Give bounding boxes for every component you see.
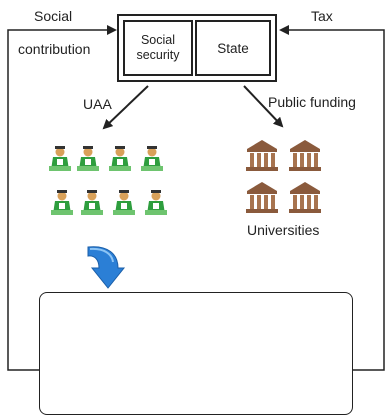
students-group	[49, 146, 167, 215]
public-funding-arrow	[243, 85, 284, 128]
social-label: Social	[34, 8, 73, 24]
uaa-arrow	[102, 85, 149, 130]
tax-line	[279, 25, 385, 371]
university-building-icon	[246, 182, 278, 213]
contribution-label: contribution	[18, 41, 91, 57]
student-icon	[109, 146, 131, 171]
student-icon	[113, 190, 135, 215]
universities-group	[246, 140, 321, 213]
student-icon	[145, 190, 167, 215]
uaa-label: UAA	[83, 96, 112, 112]
curved-arrow-down-icon	[87, 246, 126, 289]
state-box: State	[195, 20, 271, 76]
social-security-box: Social security	[123, 20, 193, 76]
student-icon	[141, 146, 163, 171]
funding-sources-box: Social security State	[117, 14, 277, 82]
student-icon	[51, 190, 73, 215]
university-building-icon	[246, 140, 278, 171]
student-icon	[81, 190, 103, 215]
workplace-box	[39, 292, 353, 415]
state-label: State	[217, 40, 249, 56]
student-icon	[49, 146, 71, 171]
public-funding-label: Public funding	[268, 94, 356, 110]
universities-label: Universities	[247, 222, 320, 238]
tax-label: Tax	[311, 8, 333, 24]
student-icon	[77, 146, 99, 171]
university-building-icon	[289, 140, 321, 171]
university-building-icon	[289, 182, 321, 213]
social-contribution-line	[7, 25, 117, 371]
social-security-label: Social security	[136, 33, 180, 62]
